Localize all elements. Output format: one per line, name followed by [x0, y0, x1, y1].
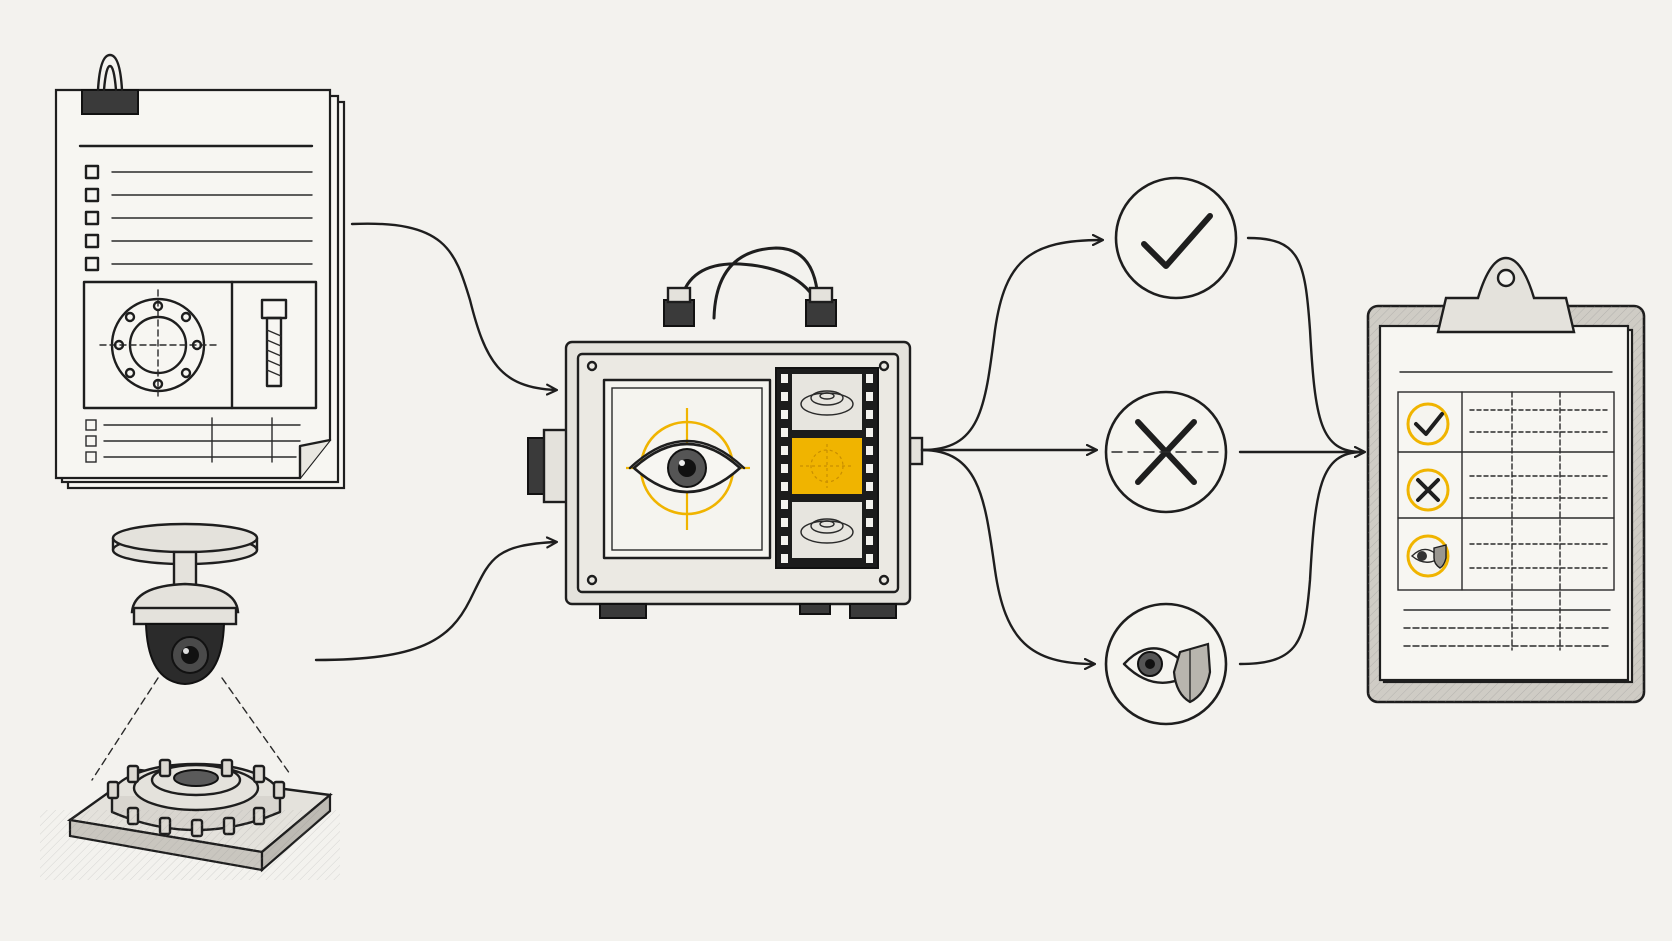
edge-unit-to-review — [920, 448, 1094, 664]
input-connectors — [314, 222, 556, 662]
report-review-badge-icon — [1406, 534, 1450, 578]
report-fail-badge-icon — [1406, 468, 1450, 512]
check-icon — [1114, 176, 1238, 300]
flange-drawing-icon — [99, 289, 217, 401]
checklist-icon — [84, 164, 313, 272]
report-pass-badge-icon — [1406, 402, 1450, 446]
bolt-drawing-icon — [260, 298, 288, 388]
clipboard-icon — [1366, 256, 1646, 704]
film-strip-icon — [775, 367, 879, 569]
target-eye-icon — [626, 408, 750, 530]
binder-clip-icon — [81, 53, 139, 115]
eye-shield-icon — [1104, 602, 1228, 726]
spec-document-icon — [54, 53, 346, 490]
edge-camera-to-unit — [314, 542, 556, 662]
output-connectors — [920, 240, 1102, 664]
shadow-hatching — [40, 810, 340, 880]
edge-spec-to-unit — [350, 222, 556, 390]
edge-unit-to-pass — [920, 240, 1102, 452]
cross-icon — [1104, 390, 1228, 514]
edge-pass-to-report — [1246, 236, 1364, 454]
edge-review-to-report — [1238, 450, 1364, 666]
vision-box-icon — [527, 246, 924, 619]
camera-icon — [111, 522, 259, 686]
merge-connectors — [1238, 236, 1364, 666]
